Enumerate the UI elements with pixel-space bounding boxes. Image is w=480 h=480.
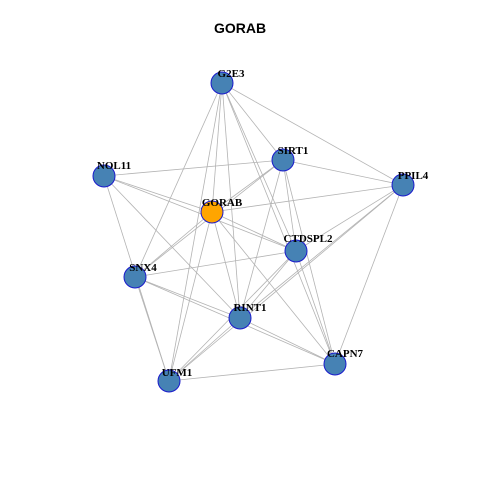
edge-rint1-ufm1	[168, 317, 241, 382]
edge-ppil4-gorab	[211, 184, 404, 213]
edge-g2e3-rint1	[221, 82, 241, 319]
node-gorab[interactable]	[200, 200, 224, 224]
edge-sirt1-rint1	[239, 159, 284, 319]
edge-g2e3-ppil4	[221, 82, 404, 186]
edge-layer	[103, 82, 404, 382]
edge-nol11-ctdspl2	[103, 175, 297, 252]
edge-gorab-ufm1	[168, 211, 213, 382]
edge-gorab-snx4	[134, 211, 213, 278]
node-label-rint1: RINT1	[233, 302, 266, 314]
edge-ppil4-ufm1	[168, 184, 404, 382]
edge-g2e3-sirt1	[221, 82, 284, 161]
edge-ctdspl2-rint1	[239, 250, 297, 319]
node-ctdspl2[interactable]	[284, 239, 308, 263]
edge-ppil4-rint1	[239, 184, 404, 319]
node-capn7[interactable]	[323, 352, 347, 376]
edge-snx4-ufm1	[134, 276, 170, 382]
edge-ctdspl2-capn7	[295, 250, 336, 365]
edge-sirt1-gorab	[211, 159, 284, 213]
edge-nol11-rint1	[103, 175, 241, 319]
node-sirt1[interactable]	[271, 148, 295, 172]
edge-ppil4-ctdspl2	[295, 184, 404, 252]
node-label-nol11: NOL11	[97, 160, 131, 172]
node-label-gorab: GORAB	[202, 197, 243, 209]
edge-nol11-sirt1	[103, 159, 284, 177]
edge-gorab-rint1	[211, 211, 241, 319]
edge-g2e3-gorab	[211, 82, 223, 213]
node-label-capn7: CAPN7	[327, 348, 364, 360]
node-label-ctdspl2: CTDSPL2	[284, 233, 333, 245]
edge-sirt1-ppil4	[282, 159, 404, 186]
edge-ppil4-capn7	[334, 184, 404, 365]
edge-snx4-rint1	[134, 276, 241, 319]
node-label-ppil4: PPIL4	[398, 170, 429, 182]
edge-g2e3-ctdspl2	[221, 82, 297, 252]
node-label-g2e3: G2E3	[218, 68, 245, 80]
edge-g2e3-capn7	[221, 82, 336, 365]
node-rint1[interactable]	[228, 306, 252, 330]
node-ufm1[interactable]	[157, 369, 181, 393]
graph-title: GORAB	[213, 20, 267, 36]
edge-g2e3-ufm1	[168, 82, 223, 382]
node-ppil4[interactable]	[391, 173, 415, 197]
node-label-ufm1: UFM1	[162, 367, 193, 379]
node-label-snx4: SNX4	[129, 262, 157, 274]
node-nol11[interactable]	[92, 164, 116, 188]
node-g2e3[interactable]	[210, 71, 234, 95]
node-label-sirt1: SIRT1	[278, 145, 309, 157]
edge-ufm1-capn7	[168, 363, 336, 382]
edge-rint1-capn7	[239, 317, 336, 365]
node-snx4[interactable]	[123, 265, 147, 289]
edge-sirt1-ctdspl2	[282, 159, 297, 252]
edge-gorab-capn7	[211, 211, 336, 365]
edge-gorab-ctdspl2	[211, 211, 297, 252]
edge-nol11-gorab	[103, 175, 213, 213]
edge-ctdspl2-snx4	[134, 250, 297, 278]
edge-g2e3-snx4	[134, 82, 223, 278]
